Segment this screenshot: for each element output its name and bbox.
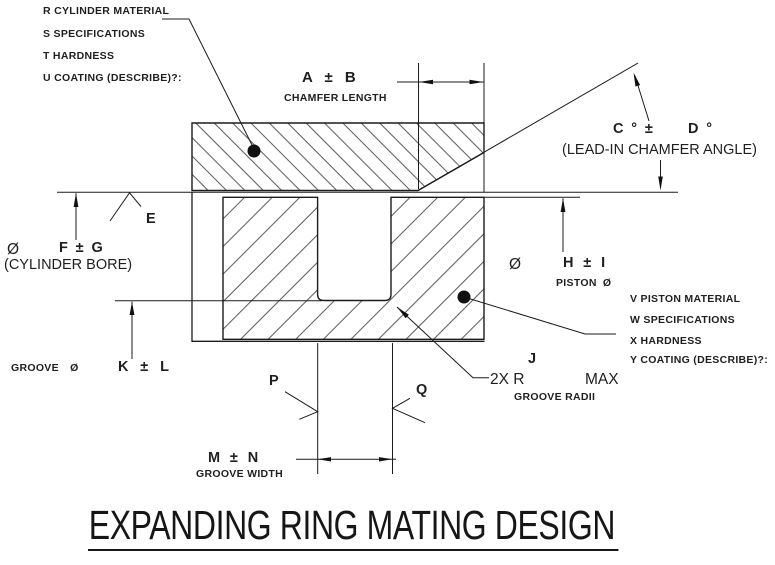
piston-section (222, 196, 485, 340)
dim-chamfer-length-caption: CHAMFER LENGTH (284, 92, 387, 104)
note-piston-coating: Y COATING (DESCRIBE)?: (630, 354, 769, 366)
dim-groove-width-caption: GROOVE WIDTH (196, 468, 284, 480)
dim-groove-dia-caption: GROOVE Ø (11, 362, 79, 374)
surface-finish-label: E (146, 211, 157, 227)
dim-piston-caption: PISTON Ø (556, 277, 612, 289)
note-cylinder-material: R CYLINDER MATERIAL (43, 5, 170, 17)
note-piston-hardness: X HARDNESS (630, 335, 702, 347)
surface-finish-symbol (109, 191, 142, 222)
dim-groove-width-value: M ± N (208, 450, 259, 466)
note-piston-specifications: W SPECIFICATIONS (630, 314, 735, 326)
cylinder-section (191, 122, 485, 192)
dim-chamfer-angle-c: C ° ± (613, 121, 654, 137)
arrowheads-and-dots (73, 72, 663, 462)
note-cylinder-hardness: T HARDNESS (43, 50, 115, 62)
chamfer-extension-line (417, 62, 639, 191)
label-q: Q (416, 382, 428, 398)
piston-dia-symbol: Ø (509, 256, 522, 273)
p-pointer (284, 391, 319, 420)
dim-bore-value: F ± G (59, 240, 104, 256)
note-cylinder-coating: U COATING (DESCRIBE)?: (43, 72, 182, 84)
bore-dia-symbol: Ø (7, 241, 20, 258)
note-cylinder-specifications: S SPECIFICATIONS (43, 28, 146, 40)
note-piston-material: V PISTON MATERIAL (630, 293, 741, 305)
piston-material-dot (457, 290, 471, 304)
reference-lines (57, 18, 678, 474)
piston-note-leader (463, 296, 616, 335)
dim-groove-radii-caption: GROOVE RADII (514, 391, 596, 403)
dim-groove-radii-value: 2X R (490, 371, 525, 388)
cylinder-material-dot (247, 144, 261, 158)
dim-chamfer-length-value: A ± B (302, 69, 357, 86)
clearance-outline (191, 192, 485, 342)
dim-chamfer-angle-d: D ° (688, 121, 713, 137)
label-j: J (528, 351, 537, 367)
dim-piston-value: H ± I (563, 255, 606, 271)
dim-chamfer-angle-caption: (LEAD-IN CHAMFER ANGLE) (562, 142, 757, 158)
label-p: P (269, 373, 280, 389)
q-pointer (391, 397, 426, 424)
dim-groove-radii-qualifier: MAX (585, 371, 619, 388)
dim-groove-dia-value: K ± L (118, 359, 170, 375)
drawing-title: EXPANDING RING MATING DESIGN (88, 503, 619, 552)
dim-bore-caption: (CYLINDER BORE) (4, 257, 133, 273)
cylinder-note-leader (162, 18, 255, 150)
groove-radii-leader (396, 306, 489, 379)
